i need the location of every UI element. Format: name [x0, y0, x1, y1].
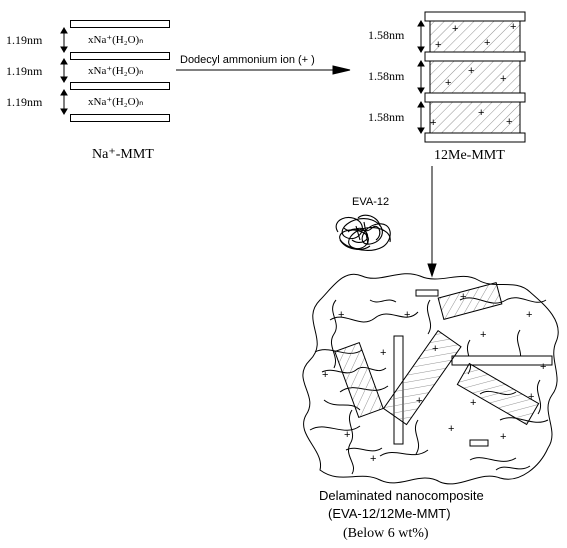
exfoliated-platelets	[335, 283, 552, 446]
svg-text:+: +	[445, 77, 451, 89]
svg-text:+: +	[478, 107, 484, 119]
svg-text:+: +	[528, 391, 534, 403]
eva-polymer-coil	[336, 215, 390, 250]
svg-text:+: +	[484, 37, 490, 49]
clay-platelet	[452, 356, 552, 365]
svg-text:+: +	[506, 116, 512, 128]
intercalation-arrow	[176, 66, 350, 74]
svg-text:+: +	[430, 117, 436, 129]
svg-text:+: +	[500, 73, 506, 85]
svg-text:+: +	[344, 429, 350, 441]
svg-text:+: +	[370, 453, 376, 465]
svg-text:+: +	[500, 431, 506, 443]
svg-text:+: +	[448, 423, 454, 435]
svg-text:+: +	[452, 23, 458, 35]
downward-arrow	[428, 166, 436, 276]
svg-text:+: +	[470, 397, 476, 409]
svg-text:+: +	[460, 291, 466, 303]
svg-text:+: +	[480, 329, 486, 341]
gap-double-arrows-right	[418, 21, 424, 133]
svg-text:+: +	[435, 39, 441, 51]
svg-text:+: +	[416, 395, 422, 407]
svg-text:+: +	[526, 309, 532, 321]
svg-text:+: +	[510, 21, 516, 33]
svg-text:+: +	[380, 347, 386, 359]
svg-text:+: +	[404, 309, 410, 321]
gap-double-arrows	[61, 28, 67, 114]
svg-text:+: +	[468, 65, 474, 77]
svg-text:+: +	[540, 361, 546, 373]
svg-text:+: +	[322, 369, 328, 381]
svg-text:+: +	[432, 343, 438, 355]
svg-text:+: +	[338, 309, 344, 321]
